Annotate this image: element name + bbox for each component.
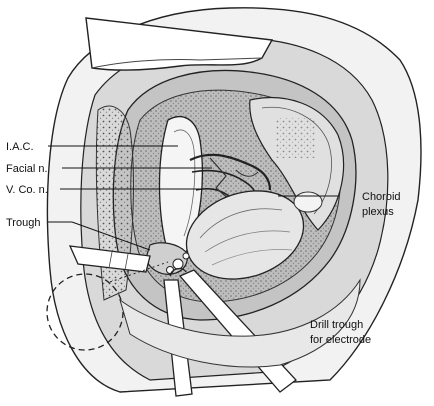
label-choroid-line2: plexus — [362, 206, 394, 218]
electrode-placement-outline — [46, 273, 124, 351]
lower-tissue — [119, 278, 361, 368]
label-facial-nerve: Facial n. — [6, 163, 48, 175]
label-drill-line1: Drill trough — [310, 319, 363, 331]
leader-lines — [48, 145, 338, 251]
label-vco-nerve: V. Co. n. — [6, 184, 48, 196]
bone-column — [95, 105, 134, 301]
label-trough: Trough — [6, 217, 40, 229]
electrode-strip — [68, 245, 151, 273]
label-iac: I.A.C. — [6, 141, 34, 153]
label-choroid-line1: Choroid — [362, 191, 401, 203]
drill-site — [145, 242, 190, 275]
label-drill-line2: for electrode — [310, 334, 371, 346]
retracted-flap — [85, 17, 274, 71]
choroid-plexus — [185, 190, 323, 280]
